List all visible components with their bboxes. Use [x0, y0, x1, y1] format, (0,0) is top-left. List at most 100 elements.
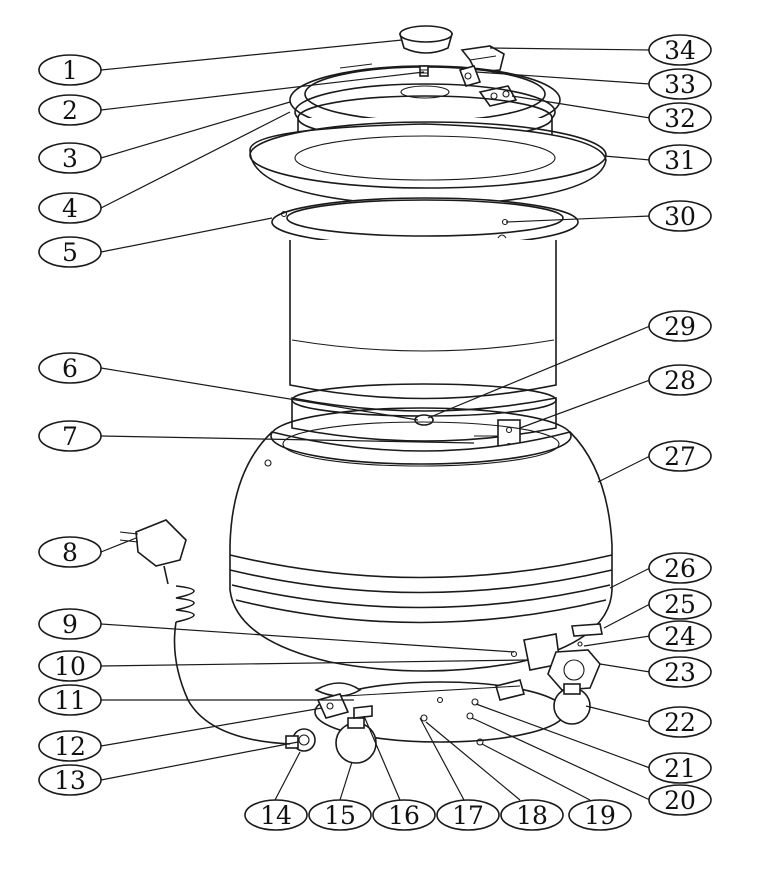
- outer-collar: [249, 121, 607, 207]
- callout-label: 9: [62, 610, 78, 639]
- callout-label: 32: [664, 104, 696, 133]
- leader-22: [585, 705, 651, 723]
- callout-32: 32: [648, 102, 712, 134]
- leader-10: [100, 659, 529, 667]
- leader-34: [489, 47, 651, 51]
- main-body: [229, 407, 613, 672]
- leader-3: [100, 101, 291, 159]
- callout-23: 23: [648, 656, 712, 688]
- callout-3: 3: [38, 142, 102, 174]
- callout-label: 31: [664, 146, 696, 175]
- callout-8: 8: [38, 536, 102, 568]
- callout-label: 7: [62, 422, 78, 451]
- callout-label: 15: [324, 801, 356, 830]
- callout-label: 34: [664, 36, 696, 65]
- callout-4: 4: [38, 192, 102, 224]
- callout-label: 28: [664, 366, 696, 395]
- callout-label: 16: [388, 801, 420, 830]
- callout-19: 19: [568, 799, 632, 831]
- callout-17: 17: [436, 799, 500, 831]
- leader-15: [339, 761, 353, 801]
- callout-label: 4: [62, 194, 78, 223]
- callout-15: 15: [308, 799, 372, 831]
- callout-28: 28: [648, 364, 712, 396]
- leader-26: [609, 567, 651, 589]
- callout-29: 29: [648, 310, 712, 342]
- leader-27: [597, 455, 651, 483]
- callout-31: 31: [648, 144, 712, 176]
- callout-label: 13: [54, 766, 86, 795]
- indicator-bulbs: [335, 683, 591, 764]
- callout-21: 21: [648, 752, 712, 784]
- leader-lines: [100, 39, 651, 801]
- callout-30: 30: [648, 200, 712, 232]
- callout-11: 11: [38, 684, 102, 716]
- callout-10: 10: [38, 650, 102, 682]
- callout-label: 1: [62, 56, 78, 85]
- leader-19: [481, 743, 591, 801]
- appliance-drawing: [119, 25, 613, 764]
- leader-30: [505, 215, 651, 223]
- callout-34: 34: [648, 34, 712, 66]
- leader-21: [475, 703, 651, 769]
- callout-label: 24: [664, 622, 696, 651]
- lamp-bracket: [353, 705, 373, 719]
- callout-24: 24: [648, 620, 712, 652]
- callout-label: 17: [452, 801, 484, 830]
- callout-7: 7: [38, 420, 102, 452]
- leader-33: [475, 71, 651, 85]
- callout-label: 30: [664, 202, 696, 231]
- callout-25: 25: [648, 588, 712, 620]
- callout-label: 2: [62, 96, 78, 125]
- callout-6: 6: [38, 352, 102, 384]
- leader-7: [100, 435, 475, 444]
- leader-16: [363, 715, 401, 801]
- lid-knob: [399, 25, 453, 54]
- callout-label: 26: [664, 554, 696, 583]
- callout-18: 18: [500, 799, 564, 831]
- callout-label: 18: [516, 801, 548, 830]
- callout-label: 22: [664, 708, 696, 737]
- leader-29: [427, 325, 651, 419]
- callout-5: 5: [38, 236, 102, 268]
- callout-label: 21: [664, 754, 696, 783]
- leader-13: [100, 741, 299, 781]
- callout-33: 33: [648, 68, 712, 100]
- callout-22: 22: [648, 706, 712, 738]
- callout-label: 11: [54, 686, 86, 715]
- inner-pot: [271, 197, 579, 400]
- callout-1: 1: [38, 54, 102, 86]
- leader-17: [419, 717, 465, 801]
- cord-grommet: [285, 728, 316, 752]
- callout-label: 14: [260, 801, 292, 830]
- callout-label: 19: [584, 801, 616, 830]
- leader-18: [425, 721, 521, 801]
- leader-6: [100, 367, 419, 421]
- thermostat-knob: [547, 649, 601, 691]
- leader-9: [100, 623, 515, 653]
- callout-label: 10: [54, 652, 86, 681]
- callout-label: 8: [62, 538, 78, 567]
- latch-clip: [460, 45, 505, 73]
- callout-27: 27: [648, 440, 712, 472]
- callout-9: 9: [38, 608, 102, 640]
- callout-label: 3: [62, 144, 78, 173]
- leader-28: [519, 379, 651, 429]
- callout-label: 25: [664, 590, 696, 619]
- lid: [289, 63, 561, 135]
- callout-20: 20: [648, 784, 712, 816]
- leader-12: [100, 707, 323, 747]
- base-plate: [314, 679, 566, 746]
- leader-25: [603, 603, 651, 629]
- leader-31: [603, 155, 651, 161]
- leader-5: [100, 217, 273, 253]
- leader-1: [100, 39, 403, 71]
- callout-label: 20: [664, 786, 696, 815]
- leader-32: [511, 95, 651, 119]
- callout-2: 2: [38, 94, 102, 126]
- callout-labels: 1 2 3 4 5 6 7 8 9 10 11 12 13 14 15 16 1…: [38, 34, 712, 831]
- leader-24: [583, 635, 651, 647]
- leader-4: [100, 111, 291, 209]
- callout-label: 12: [54, 732, 86, 761]
